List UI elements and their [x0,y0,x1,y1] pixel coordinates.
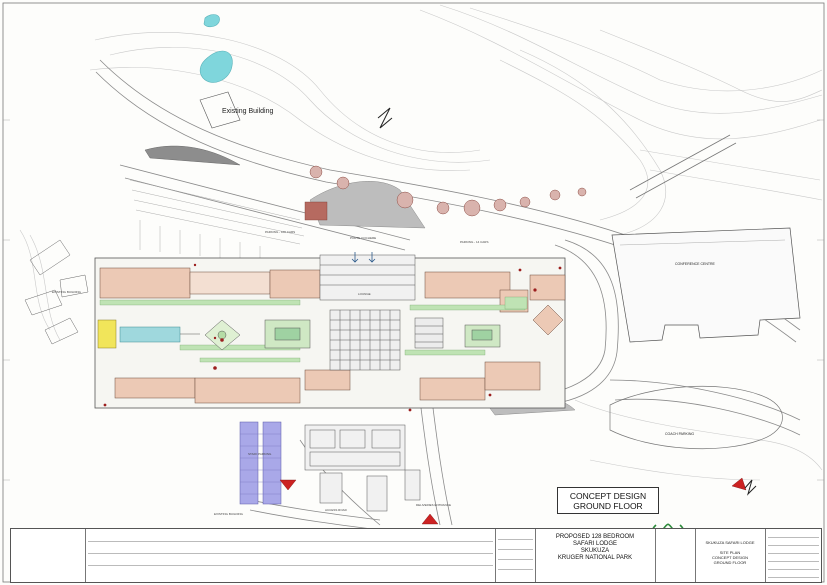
drawing-line-1: SITE PLAN [719,550,741,555]
existing-building-top [199,91,241,129]
project-line-1: PROPOSED 128 BEDROOM [555,534,635,540]
title-block [10,528,822,583]
north-arrow-bottom [744,479,757,496]
tb-notes-cell [86,529,496,582]
north-arrow [377,107,393,129]
entrance-arrows [351,252,376,263]
tree-markers [103,263,562,412]
label-delivery-entrance: DELIVERIES ENTRANCE [416,503,452,507]
project-line-4: KRUGER NATIONAL PARK [557,555,633,561]
contour-lines [19,4,823,481]
tb-logo-cell [656,529,696,582]
left-context-buildings [24,239,89,345]
label-existing-building-left: EXISTING BUILDING [52,290,82,294]
concept-design-title: CONCEPT DESIGN GROUND FLOOR [557,487,659,514]
label-parking-100: PARKING - 100 CARS [265,230,296,234]
tb-project-cell [536,529,656,582]
label-existing-building-bottom: EXISTING BUILDING [214,512,244,516]
tb-revisions-cell [496,529,536,582]
central-hall [319,254,444,371]
tb-info-cell [766,529,821,582]
project-line-3: SKUKUZA [580,548,610,554]
coach-parking-loop [609,385,783,450]
concept-title-line1: CONCEPT DESIGN [569,491,647,501]
staff-parking-bays [239,421,282,505]
label-conference-centre: CONFERENCE CENTRE [675,262,715,266]
dam-small [203,14,220,28]
conference-centre-outline [611,227,801,343]
client-and-drawing: SKUKUZA SAFARI LODGE SITE PLAN CONCEPT D… [700,540,760,565]
label-parking-14: PARKING - 14 CARS [460,240,489,244]
label-staff-parking: STAFF PARKING [248,452,272,456]
drawing-line-2: CONCEPT DESIGN [712,555,748,560]
label-porte-cochere: PORTE COCHERE [350,236,377,240]
concept-title-line2: GROUND FLOOR [573,501,643,511]
green-strips [99,296,528,363]
yellow-court [97,319,117,349]
drawing-line-3: GROUND FLOOR [713,560,747,565]
parking-rows [129,179,305,262]
firm-name: TOM MATTHEW [47,533,51,556]
label-coach-parking: COACH PARKING [665,432,695,436]
label-existing-building-top: Existing Building [222,108,274,115]
bungalows-to-remove [309,165,587,217]
tb-client-cell [696,529,766,582]
direction-arrows [279,477,747,525]
courtyards [204,319,501,351]
tb-firm-cell [11,529,86,582]
label-access-road: ACCESS ROAD [325,508,347,512]
room-wings [99,267,566,404]
service-buildings [304,424,421,512]
dam-large [199,50,233,83]
project-line-2: SAFARI LODGE [572,541,617,547]
earthworks-strip [144,145,241,166]
label-lounge: LOUNGE [358,292,371,296]
client-name: SKUKUZA SAFARI LODGE [705,540,755,545]
swimming-pool [119,326,181,343]
project-title: PROPOSED 128 BEDROOM SAFARI LODGE SKUKUZ… [537,534,653,562]
